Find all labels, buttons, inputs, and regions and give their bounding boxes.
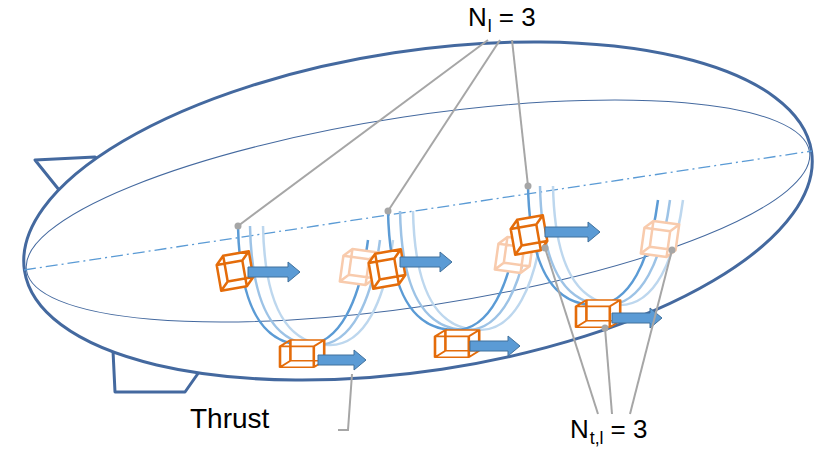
label-text: N	[570, 414, 589, 445]
subscript: l	[488, 16, 492, 37]
label-text: = 3	[611, 414, 648, 445]
leader-lines	[238, 40, 672, 430]
thrust-label: Thrust	[190, 402, 269, 436]
ring	[238, 226, 393, 345]
subscript: t,l	[590, 428, 604, 449]
leader-dots	[235, 183, 676, 332]
count-label: Nt,l = 3	[570, 414, 647, 449]
label-text: Thrust	[190, 402, 269, 436]
thrust-arrows	[248, 222, 662, 370]
hull	[1, 0, 822, 429]
ring	[528, 186, 683, 305]
hull-contour	[12, 58, 822, 364]
count-label: Nl = 3	[468, 2, 536, 37]
label-text: N	[468, 2, 487, 33]
hull-axis	[24, 151, 812, 270]
label-text: = 3	[499, 2, 536, 33]
